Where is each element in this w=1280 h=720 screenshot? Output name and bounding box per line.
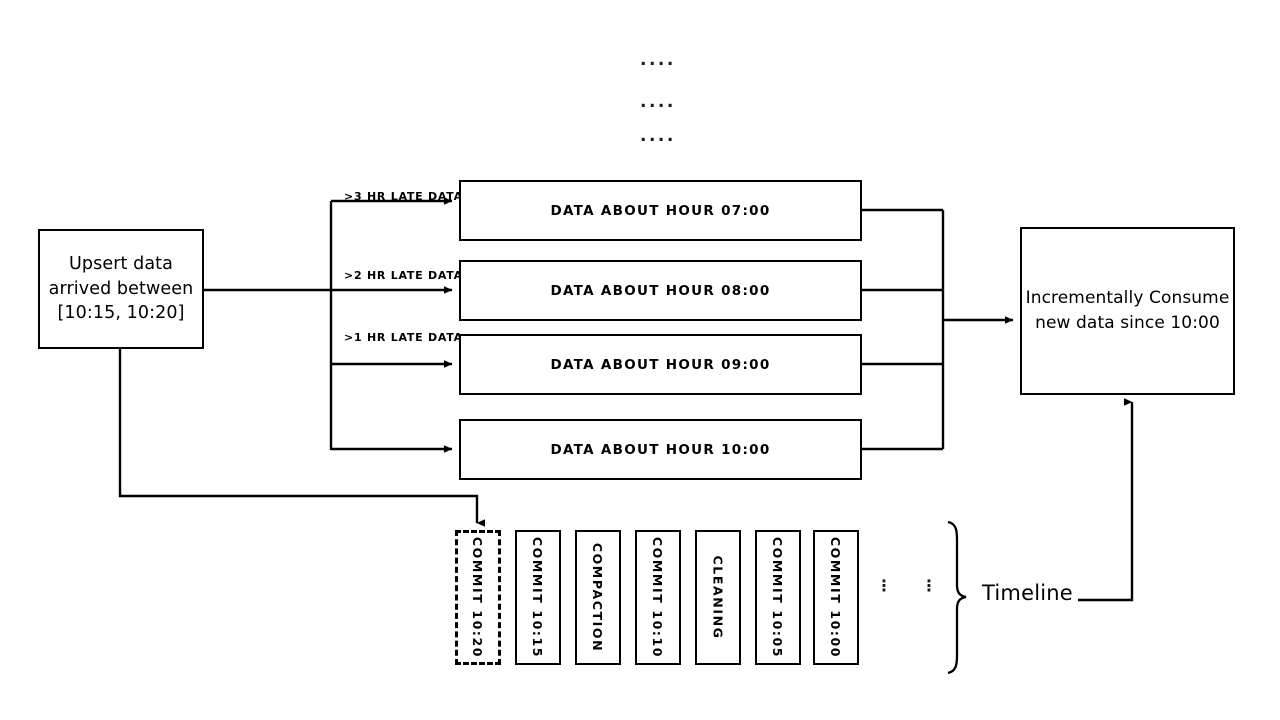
edge-label-late-3hr: >3 HR LATE DATA bbox=[344, 190, 463, 203]
timeline-commit-label-0: COMMIT 10:20 bbox=[470, 536, 486, 659]
hour-partition-label-07: DATA ABOUT HOUR 07:00 bbox=[550, 202, 771, 219]
timeline-commit-label-2: COMPACTION bbox=[590, 542, 606, 653]
consumer-line-1: Incrementally Consume bbox=[1025, 288, 1230, 309]
timeline-commit-box-1: COMMIT 10:15 bbox=[515, 530, 561, 665]
wire-timeline-to-consumer bbox=[1078, 398, 1134, 602]
timeline-commit-box-2: COMPACTION bbox=[575, 530, 621, 665]
hour-partition-box-08: DATA ABOUT HOUR 08:00 bbox=[459, 260, 862, 321]
upsert-line-2: arrived between bbox=[48, 278, 194, 299]
timeline-brace bbox=[947, 520, 967, 675]
incremental-consumer-text: Incrementally Consume new data since 10:… bbox=[1026, 286, 1230, 335]
upsert-source-text: Upsert data arrived between [10:15, 10:2… bbox=[49, 252, 194, 327]
hour-partition-box-07: DATA ABOUT HOUR 07:00 bbox=[459, 180, 862, 241]
timeline-commit-box-3: COMMIT 10:10 bbox=[635, 530, 681, 665]
timeline-commit-label-1: COMMIT 10:15 bbox=[530, 536, 546, 659]
timeline-commit-box-5: COMMIT 10:05 bbox=[755, 530, 801, 665]
timeline-commit-box-4: CLEANING bbox=[695, 530, 741, 665]
edge-label-late-1hr: >1 HR LATE DATA bbox=[344, 331, 463, 344]
timeline-commit-box-6: COMMIT 10:00 bbox=[813, 530, 859, 665]
top-ellipsis-row-1: .... bbox=[640, 50, 676, 70]
timeline-ellipsis-2: ⋮ bbox=[921, 576, 937, 595]
timeline-commit-label-5: COMMIT 10:05 bbox=[770, 536, 786, 659]
upsert-line-3: [10:15, 10:20] bbox=[57, 303, 185, 324]
hour-partition-label-08: DATA ABOUT HOUR 08:00 bbox=[550, 282, 771, 299]
top-ellipsis-row-3: .... bbox=[640, 126, 676, 146]
hour-partition-label-10: DATA ABOUT HOUR 10:00 bbox=[550, 441, 771, 458]
timeline-ellipsis-1: ⋮ bbox=[876, 576, 892, 595]
timeline-label: Timeline bbox=[982, 581, 1073, 605]
timeline-commit-label-3: COMMIT 10:10 bbox=[650, 536, 666, 659]
timeline-commit-box-pending: COMMIT 10:20 bbox=[455, 530, 501, 665]
incremental-consumer-box: Incrementally Consume new data since 10:… bbox=[1020, 227, 1235, 395]
timeline-commit-label-6: COMMIT 10:00 bbox=[828, 536, 844, 659]
hour-partition-box-10: DATA ABOUT HOUR 10:00 bbox=[459, 419, 862, 480]
consumer-line-2: new data since 10:00 bbox=[1035, 313, 1220, 333]
hour-partition-label-09: DATA ABOUT HOUR 09:00 bbox=[550, 356, 771, 373]
edge-label-late-2hr: >2 HR LATE DATA bbox=[344, 269, 463, 282]
top-ellipsis-row-2: .... bbox=[640, 92, 676, 112]
upsert-source-box: Upsert data arrived between [10:15, 10:2… bbox=[38, 229, 204, 349]
wire-source-to-commit bbox=[118, 349, 486, 527]
upsert-line-1: Upsert data bbox=[69, 253, 173, 274]
timeline-commit-label-4: CLEANING bbox=[710, 555, 726, 640]
hour-partition-box-09: DATA ABOUT HOUR 09:00 bbox=[459, 334, 862, 395]
